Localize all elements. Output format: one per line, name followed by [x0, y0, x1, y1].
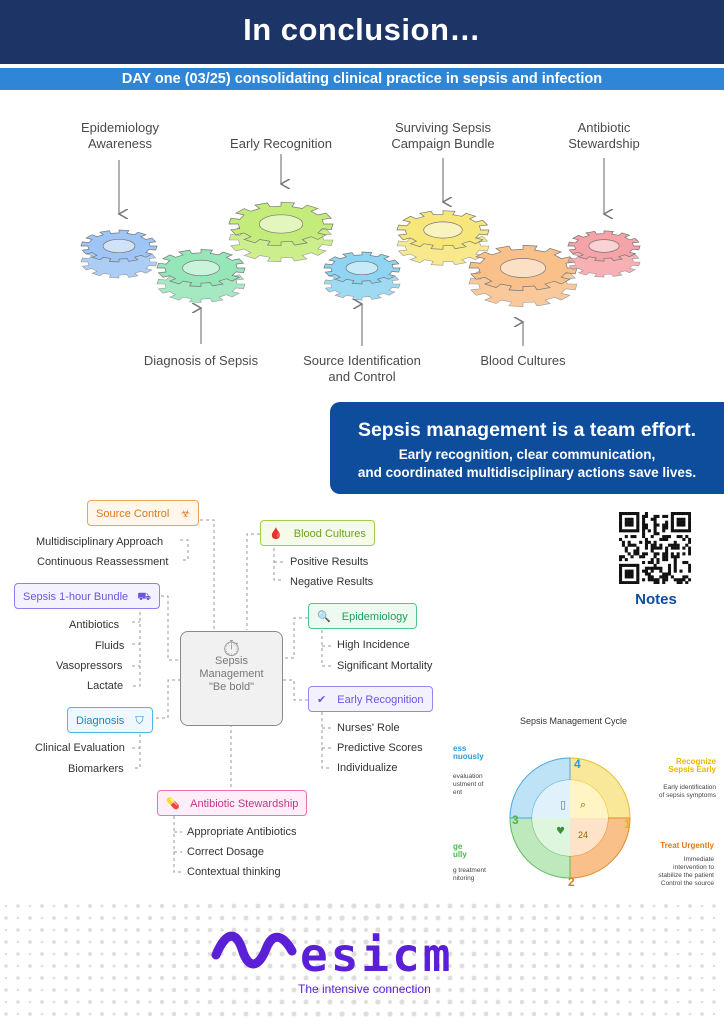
gear-label-blood-cultures: Blood Cultures	[480, 353, 566, 368]
stopwatch-icon: ⏱	[222, 636, 241, 661]
node-epidemiology: 🔍 Epidemiology	[308, 603, 417, 629]
gear-label-bundle: Surviving Sepsis Campaign Bundle	[391, 120, 495, 151]
leaf-multidisciplinary: Multidisciplinary Approach	[36, 536, 164, 548]
leaf-high-incidence: High Incidence	[337, 639, 410, 651]
node-diagnosis: Diagnosis ⛉	[67, 707, 153, 733]
leaf-positive-results: Positive Results	[290, 556, 369, 568]
leaf-reassessment: Continuous Reassessment	[37, 556, 169, 568]
footer-dot-pattern	[4, 903, 716, 1017]
cycle-diagram: 24 4 1 2 3 ▯ ⌕ ♥	[509, 757, 631, 889]
team-effort-line2: and coordinated multidisciplinary action…	[357, 465, 697, 480]
cycle-title: Sepsis Management Cycle	[520, 716, 628, 726]
shield-icon: ⛉	[135, 715, 144, 727]
node-source-control: Source Control ☣	[87, 500, 200, 526]
qr-code[interactable]	[619, 512, 691, 584]
bed-icon: ⛟	[137, 591, 152, 603]
gear-red	[567, 230, 641, 278]
gear-yellow	[396, 210, 490, 266]
page-subtitle: DAY one (03/25) consolidating clinical p…	[0, 68, 724, 90]
team-effort-line1: Early recognition, clear communication,	[398, 447, 656, 462]
leaf-clinical-evaluation: Clinical Evaluation	[35, 742, 125, 754]
node-antibiotic-stewardship: 💊 Antibiotic Stewardship	[157, 790, 308, 816]
cycle-step-1-number: 1	[624, 817, 631, 831]
leaf-contextual-thinking: Contextual thinking	[187, 866, 281, 878]
leaf-fluids: Fluids	[95, 640, 125, 652]
gear-label-diagnosis: Diagnosis of Sepsis	[143, 353, 259, 368]
gear-green	[156, 249, 246, 303]
node-sepsis-bundle: Sepsis 1-hour Bundle ⛟	[14, 583, 161, 609]
doc-icon: ▯	[560, 798, 566, 811]
esicm-wave-logo	[211, 931, 297, 969]
search-icon: ⌕	[580, 798, 586, 811]
check-icon: ✔	[317, 694, 327, 706]
cycle-step-3-number: 3	[512, 813, 519, 827]
leaf-antibiotics: Antibiotics	[69, 619, 120, 631]
gear-orange	[468, 244, 578, 308]
leaf-individualize: Individualize	[337, 762, 398, 774]
team-effort-title: Sepsis management is a team effort.	[357, 419, 697, 441]
leaf-correct-dosage: Correct Dosage	[187, 846, 265, 858]
leaf-appropriate-antibiotics: Appropriate Antibiotics	[187, 826, 297, 838]
pill-icon: 💊	[166, 798, 180, 810]
biohazard-icon: ☣	[180, 508, 191, 520]
gear-label-source: Source Identification and Control	[303, 353, 421, 384]
gear-label-early-recognition: Early Recognition	[230, 136, 332, 151]
cycle-step-2-number: 2	[568, 875, 575, 889]
leaf-negative-results: Negative Results	[290, 576, 374, 588]
leaf-lactate: Lactate	[87, 680, 124, 692]
page-title: In conclusion…	[0, 0, 724, 64]
notes-label: Notes	[635, 591, 677, 608]
mindmap-connectors	[132, 519, 332, 873]
leaf-predictive-scores: Predictive Scores	[337, 742, 423, 754]
esicm-tagline: The intensive connection	[298, 982, 431, 996]
node-early-recognition: ✔ Early Recognition	[308, 686, 433, 712]
gear-blue	[80, 229, 158, 279]
gear-diagram	[80, 154, 641, 346]
node-blood-cultures: 🩸 Blood Cultures	[260, 520, 375, 546]
gear-lime	[228, 201, 334, 263]
leaf-significant-mortality: Significant Mortality	[337, 660, 433, 672]
mindmap-center: ⏱ Sepsis Management "Be bold"	[180, 631, 283, 726]
gear-label-epidemiology: Epidemiology Awareness	[80, 120, 160, 151]
gear-label-stewardship: Antibiotic Stewardship	[568, 120, 640, 151]
cycle-step-2-title: Treat Urgently	[660, 841, 714, 850]
cycle-step-4-number: 4	[574, 757, 581, 771]
leaf-vasopressors: Vasopressors	[56, 660, 123, 672]
leaf-biomarkers: Biomarkers	[68, 763, 124, 775]
esicm-wordmark: esicm	[300, 928, 454, 982]
magnifier-icon: 🔍	[317, 611, 331, 623]
cycle-center-number: 24	[578, 830, 588, 840]
gear-teal	[323, 251, 401, 301]
leaf-nurses-role: Nurses' Role	[337, 722, 400, 734]
blood-drop-icon: 🩸	[269, 528, 283, 540]
heart-hand-icon: ♥	[556, 826, 565, 837]
team-effort-banner: Sepsis management is a team effort. Earl…	[330, 402, 724, 494]
